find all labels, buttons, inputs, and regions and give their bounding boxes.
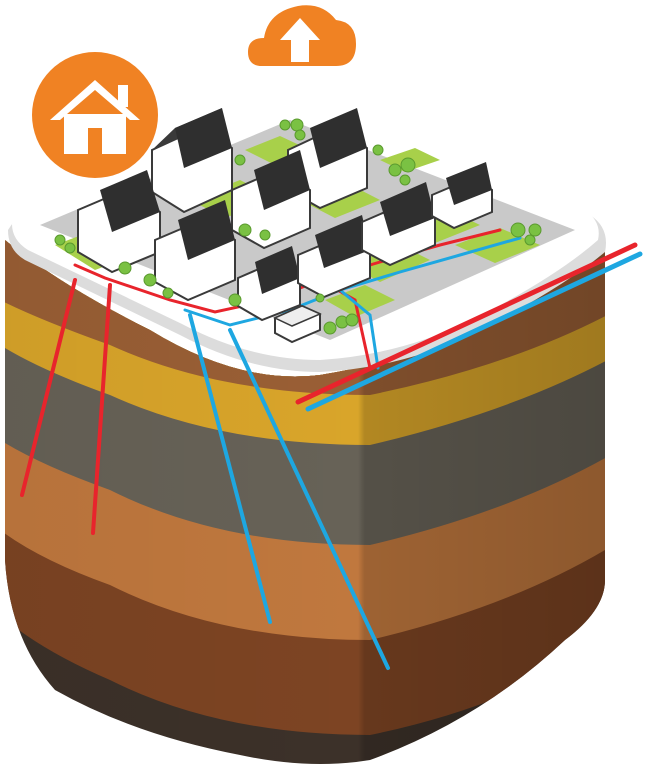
house-5 — [154, 200, 236, 302]
house-1 — [151, 108, 233, 214]
solar-panel-icon — [380, 182, 435, 236]
solar-panel-icon — [446, 162, 492, 205]
tree-icon — [64, 242, 76, 254]
tree-icon — [294, 129, 306, 141]
supply-lines — [295, 242, 643, 412]
substation — [273, 304, 322, 344]
house-6 — [237, 246, 301, 322]
house-badge — [32, 52, 158, 178]
solar-panel-icon — [255, 246, 300, 294]
solar-panel-icon — [175, 108, 232, 168]
cold-borehole-1 — [188, 313, 272, 624]
tree-icon — [118, 261, 132, 275]
solar-panel-icon — [310, 108, 367, 168]
tree-icon — [528, 223, 542, 237]
cold-supply-line — [305, 251, 643, 412]
tree-icon — [400, 157, 416, 173]
solar-panel-icon — [254, 150, 310, 210]
cold-borehole-2 — [228, 328, 390, 670]
tree-icon — [510, 222, 526, 238]
houses — [77, 108, 493, 344]
trees — [54, 118, 542, 335]
tree-icon — [388, 163, 402, 177]
tree-icon — [143, 273, 157, 287]
solar-panel-icon — [100, 170, 160, 232]
hot-borehole-1 — [20, 278, 77, 497]
tree-icon — [228, 293, 242, 307]
tree-icon — [524, 234, 536, 246]
tree-icon — [54, 234, 66, 246]
upload-arrow-icon — [280, 18, 320, 62]
house-3 — [231, 150, 311, 250]
hot-borehole-2 — [91, 283, 112, 535]
tree-icon — [372, 144, 384, 156]
solar-panel-icon — [178, 200, 235, 260]
house-4 — [77, 170, 161, 274]
tree-icon — [345, 313, 359, 327]
boreholes — [20, 278, 390, 670]
tree-icon — [290, 118, 304, 132]
tree-icon — [259, 229, 271, 241]
house-9 — [431, 162, 493, 230]
house-8 — [361, 182, 436, 267]
tree-icon — [238, 223, 252, 237]
cloud-upload-badge — [248, 5, 356, 66]
tree-icon — [399, 174, 411, 186]
tree-icon — [315, 293, 325, 303]
house-icon — [50, 80, 140, 154]
house-7 — [297, 215, 371, 299]
tree-icon — [234, 154, 246, 166]
hot-supply-line — [295, 242, 638, 405]
tree-icon — [279, 119, 291, 131]
tree-icon — [162, 287, 174, 299]
solar-panel-icon — [315, 215, 370, 268]
tree-icon — [323, 321, 337, 335]
